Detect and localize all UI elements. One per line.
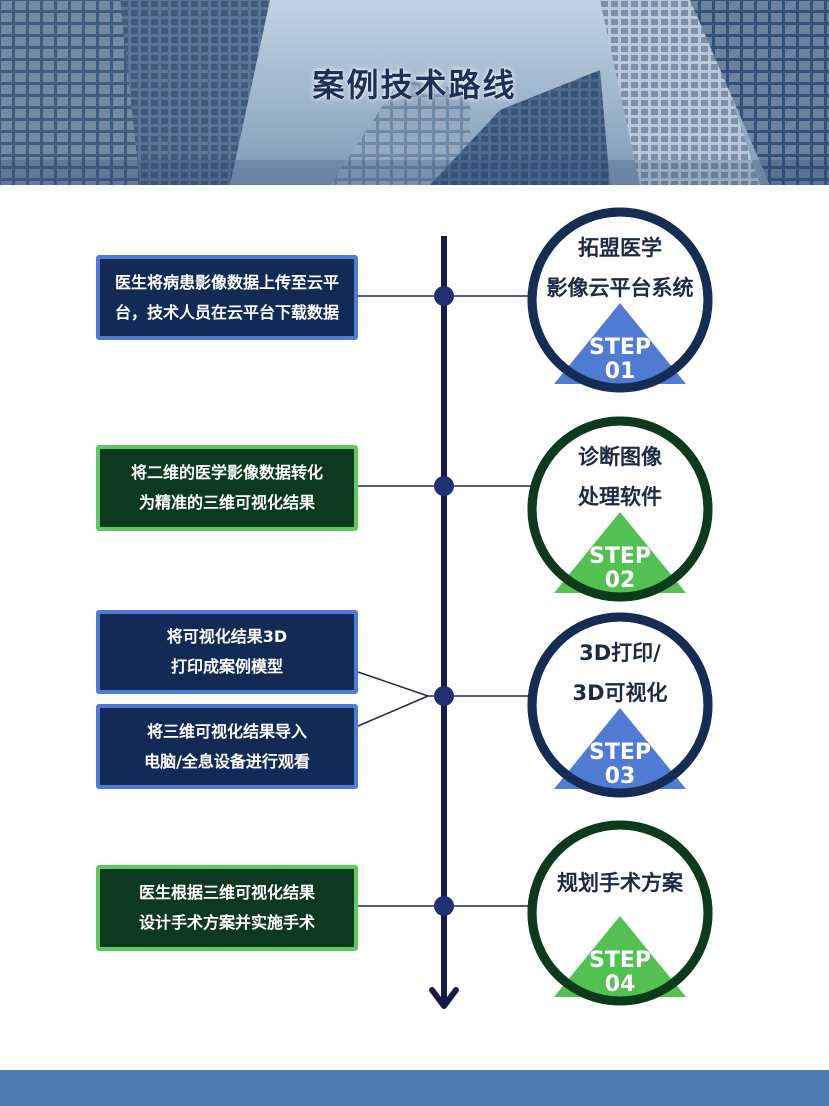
step-triangle xyxy=(554,708,686,789)
box-text-line: 设计手术方案并实施手术 xyxy=(138,913,315,932)
timeline-node xyxy=(434,286,454,306)
step-circle-outline xyxy=(527,612,713,798)
step-number: 01 xyxy=(604,359,636,384)
step-number: 04 xyxy=(604,972,636,997)
step-description-box: 将可视化结果3D 打印成案例模型 xyxy=(96,610,358,694)
step-title: 拓盟医学影像云平台系统 xyxy=(530,228,710,308)
step-title-line: 影像云平台系统 xyxy=(546,276,694,300)
footer-bar xyxy=(0,1070,829,1106)
box-text-line: 为精准的三维可视化结果 xyxy=(138,493,315,512)
step-title-line: 3D可视化 xyxy=(572,681,668,705)
step-title: 3D打印/3D可视化 xyxy=(530,633,710,713)
box-text-line: 电脑/全息设备进行观看 xyxy=(144,751,310,771)
step-title: 诊断图像处理软件 xyxy=(530,437,710,517)
step-label: STEP xyxy=(588,740,651,765)
step-label: STEP xyxy=(588,544,651,569)
step-circle-outline xyxy=(527,820,713,1006)
step-label: STEP xyxy=(588,948,651,973)
step-number: 03 xyxy=(604,764,636,789)
timeline-node xyxy=(434,686,454,706)
step-title-line: 规划手术方案 xyxy=(557,871,683,895)
timeline-arrow-head xyxy=(429,987,459,1009)
connector-line xyxy=(357,695,429,727)
step-description-box: 将二维的医学影像数据转化为精准的三维可视化结果 xyxy=(96,445,358,531)
box-text-line: 台，技术人员在云平台下载数据 xyxy=(114,302,339,322)
flow-diagram xyxy=(357,207,713,1009)
step-number: 02 xyxy=(604,568,636,593)
timeline-node xyxy=(434,896,454,916)
box-text-line: 打印成案例模型 xyxy=(170,657,283,676)
step-description-box: 将三维可视化结果导入电脑/全息设备进行观看 xyxy=(96,704,358,789)
step-triangle xyxy=(554,303,686,384)
step-circle-outline xyxy=(527,207,713,393)
step-description-box: 医生根据三维可视化结果设计手术方案并实施手术 xyxy=(96,865,358,951)
step-label: STEP xyxy=(588,335,651,360)
skyline-illustration xyxy=(0,0,829,185)
box-text-line: 将三维可视化结果导入 xyxy=(146,721,307,741)
step-title-line: 处理软件 xyxy=(578,485,662,509)
step-circle-outline xyxy=(527,416,713,602)
box-text-line: 医生根据三维可视化结果 xyxy=(138,883,315,902)
step-triangle xyxy=(554,916,686,997)
step-title: 规划手术方案 xyxy=(530,863,710,903)
step-description-box: 医生将病患影像数据上传至云平台，技术人员在云平台下载数据 xyxy=(96,255,358,340)
box-text-line: 将二维的医学影像数据转化 xyxy=(130,463,323,482)
box-text-line: 医生将病患影像数据上传至云平 xyxy=(114,272,339,292)
step-title-line: 3D打印/ xyxy=(579,641,661,665)
step-title-line: 拓盟医学 xyxy=(578,236,662,260)
step-title-line: 诊断图像 xyxy=(578,445,662,469)
header-banner: 案例技术路线 xyxy=(0,0,829,185)
connector-line xyxy=(357,671,429,697)
step-triangle xyxy=(554,512,686,593)
timeline-node xyxy=(434,476,454,496)
page-title: 案例技术路线 xyxy=(312,66,517,104)
box-text-line: 将可视化结果3D xyxy=(166,627,288,646)
